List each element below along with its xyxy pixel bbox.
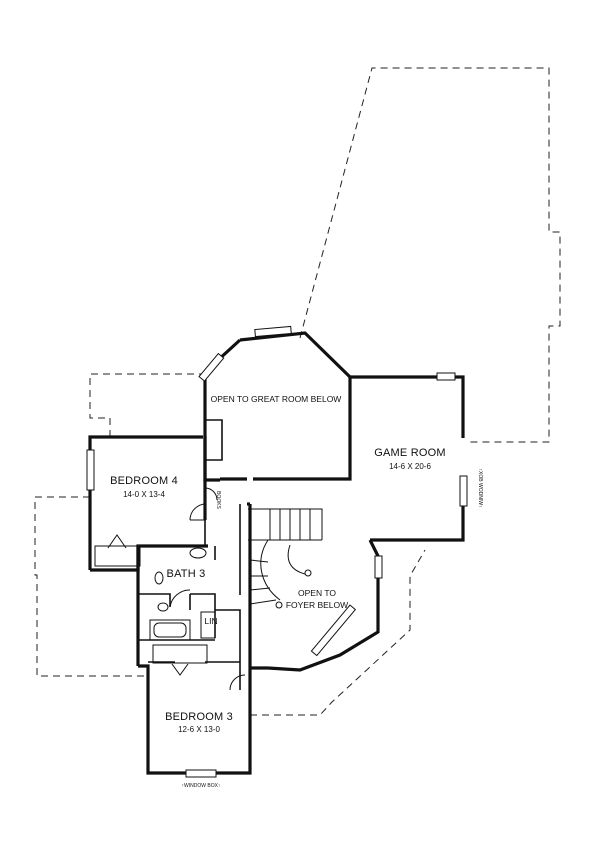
window-box-bottom-note: ↑WINDOW BOX↑	[182, 783, 221, 789]
foyer-open-line2: FOYER BELOW	[286, 600, 348, 610]
windows	[86, 325, 468, 778]
lower-level-outline	[34, 67, 561, 716]
window-box-right-note: ↑XOB WODNIW↑	[477, 469, 483, 508]
foyer-open-line1: OPEN TO	[298, 588, 336, 598]
bookshelf-note: BOOKS	[215, 491, 221, 509]
staircase	[248, 508, 323, 609]
great-room-open-label: OPEN TO GREAT ROOM BELOW	[211, 394, 342, 404]
bedroom4-dims: 14-0 X 13-4	[123, 490, 165, 499]
bedroom4-name: BEDROOM 4	[110, 475, 178, 487]
game-room-name: GAME ROOM	[374, 447, 445, 459]
bath3-name: BATH 3	[167, 568, 206, 580]
linen-name: LIN	[204, 616, 217, 626]
fixtures	[94, 487, 246, 691]
bedroom3-dims: 12-6 X 13-0	[178, 725, 220, 734]
bedroom3-name: BEDROOM 3	[165, 711, 233, 723]
game-room-dims: 14-6 X 20-6	[389, 462, 431, 471]
